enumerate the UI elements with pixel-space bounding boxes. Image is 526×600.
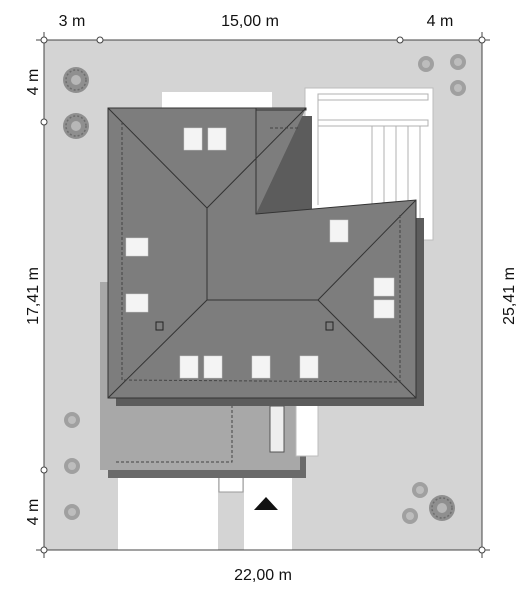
dim-left-bottom: 4 m [25, 499, 42, 526]
flat-roof [100, 282, 300, 470]
skylight [203, 355, 223, 379]
tree-icon [450, 54, 466, 70]
dim-bottom: 22,00 m [234, 567, 292, 584]
dimension-ticks [40, 36, 486, 554]
tree-icon [412, 482, 428, 498]
skylight [125, 237, 149, 257]
dim-left-top: 4 m [25, 69, 42, 96]
tree-icon [418, 56, 434, 72]
tree-icon [429, 495, 455, 521]
wall-outline [121, 122, 401, 383]
tree-icon [64, 412, 80, 428]
skylight [329, 219, 349, 243]
skylight [251, 355, 271, 379]
balcony [295, 403, 319, 457]
chimney [155, 321, 164, 331]
garden-patio [162, 92, 272, 110]
tree-icon [64, 504, 80, 520]
roof-outline [107, 107, 417, 399]
skylight [183, 127, 203, 151]
dim-top-center: 15,00 m [221, 13, 279, 30]
trees [63, 54, 466, 524]
driveway [118, 470, 218, 550]
dim-right: 25,41 m [501, 267, 518, 325]
entrance-step [218, 475, 244, 493]
tree-icon [450, 80, 466, 96]
dim-top-left: 3 m [59, 13, 86, 30]
roof-fill [108, 108, 416, 398]
skylight [207, 127, 227, 151]
entrance-path [244, 478, 292, 550]
skylight [125, 293, 149, 313]
skylight [373, 299, 395, 319]
skylight [373, 277, 395, 297]
tree-icon [63, 67, 89, 93]
dim-top-right: 4 m [427, 13, 454, 30]
tree-icon [63, 113, 89, 139]
pergola [317, 93, 429, 235]
skylight [179, 355, 199, 379]
tree-icon [402, 508, 418, 524]
skylight [299, 355, 319, 379]
dim-left-middle: 17,41 m [25, 267, 42, 325]
entrance-arrow-icon [254, 497, 278, 510]
tree-icon [64, 458, 80, 474]
skylights [125, 127, 395, 379]
chimney-flue [269, 405, 285, 453]
flat-roof-outline [116, 377, 300, 463]
chimney [325, 321, 334, 331]
